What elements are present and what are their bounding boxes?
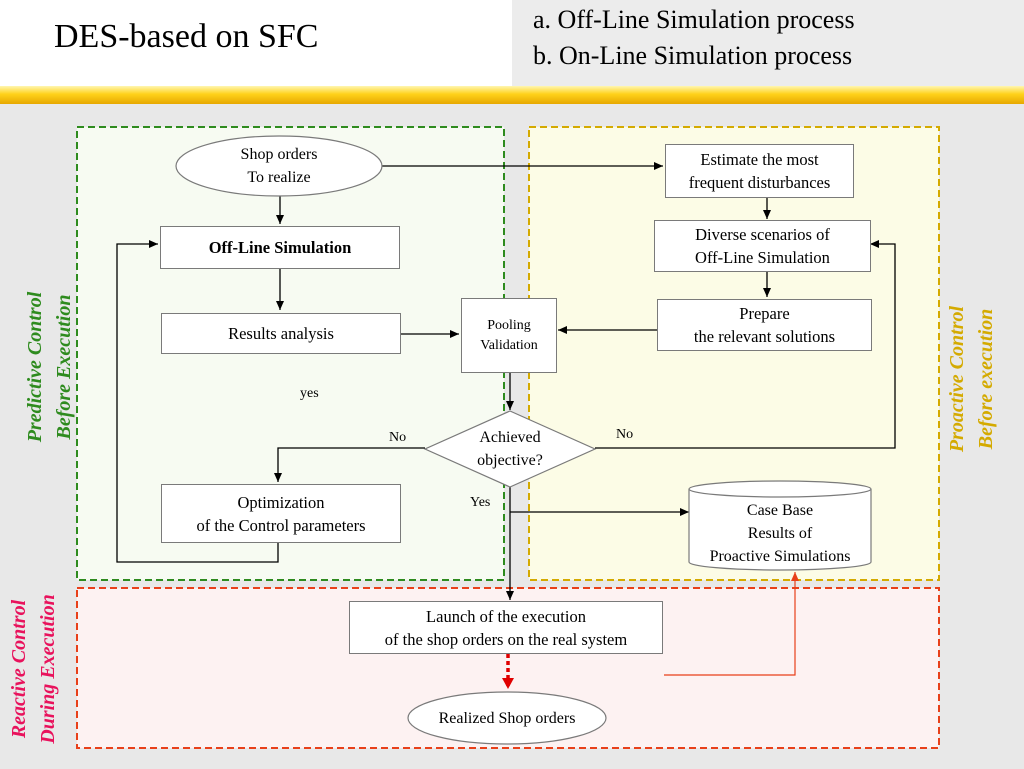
estimate-box: Estimate the most frequent disturbances <box>665 144 854 198</box>
header-right-panel <box>512 0 1024 86</box>
shop-orders-ellipse <box>175 135 383 197</box>
edge-label-yes-bottom: Yes <box>470 495 491 510</box>
edge-label-yes-top: yes <box>300 386 319 401</box>
proactive-zone-label: Proactive Control Before execution <box>946 305 997 453</box>
offline-simulation-label: Off-Line Simulation <box>208 238 352 257</box>
realized-node: Realized Shop orders <box>438 709 576 727</box>
prepare-box: Prepare the relevant solutions <box>657 299 872 351</box>
slide-title: DES-based on SFC <box>54 18 319 55</box>
edge-label-no-right: No <box>616 427 634 442</box>
edge-launch-to-casebase <box>664 572 799 676</box>
subtitle-b: b. On-Line Simulation process <box>533 41 853 70</box>
optimization-box: Optimization of the Control parameters <box>161 484 401 543</box>
edge-no-right <box>595 240 896 449</box>
edge-label-no-left: No <box>389 430 407 445</box>
decision-diamond <box>423 410 597 488</box>
offline-simulation-box: Off-Line Simulation <box>160 226 400 269</box>
edge-optimization-loop <box>116 240 279 563</box>
pooling-validation-label: Pooling Validation <box>480 317 538 353</box>
results-analysis-label: Results analysis <box>228 324 334 343</box>
reactive-zone-label: Reactive Control During Execution <box>8 594 59 744</box>
shop-orders-node: Shop orders To realize <box>240 146 318 186</box>
results-analysis-box: Results analysis <box>161 313 401 354</box>
predictive-zone-label: Predictive Control Before Execution <box>24 291 75 443</box>
edge-no-left <box>274 447 425 482</box>
subtitle-a: a. Off-Line Simulation process <box>533 5 855 34</box>
optimization-label: Optimization of the Control parameters <box>196 492 366 535</box>
pooling-validation-box: Pooling Validation <box>461 298 557 373</box>
launch-label: Launch of the execution of the shop orde… <box>384 606 628 649</box>
decision-label: Achieved objective? <box>477 429 543 469</box>
case-base-cylinder <box>688 480 872 571</box>
case-base-label: Case Base Results of Proactive Simulatio… <box>709 501 851 565</box>
launch-box: Launch of the execution of the shop orde… <box>349 601 663 654</box>
realized-ellipse <box>407 691 607 745</box>
diverse-box: Diverse scenarios of Off-Line Simulation <box>654 220 871 272</box>
diverse-label: Diverse scenarios of Off-Line Simulation <box>695 225 830 267</box>
prepare-label: Prepare the relevant solutions <box>693 304 836 346</box>
estimate-label: Estimate the most frequent disturbances <box>688 150 831 192</box>
gold-divider-bar <box>0 86 1024 104</box>
